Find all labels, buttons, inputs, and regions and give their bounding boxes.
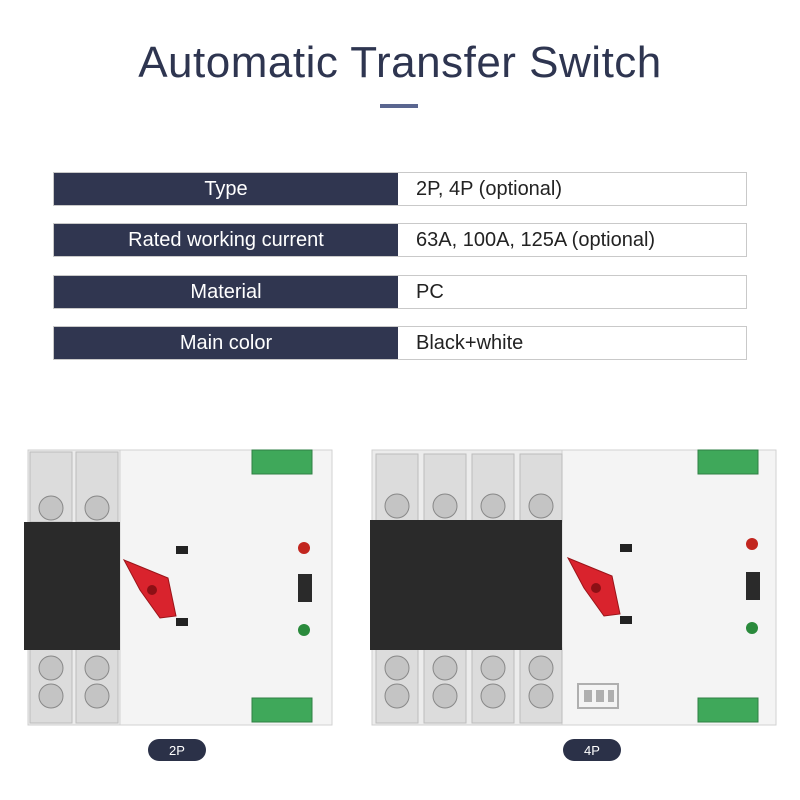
page-title: Automatic Transfer Switch — [138, 38, 662, 87]
mode-switch — [298, 574, 312, 602]
indicator-light-red — [298, 542, 310, 554]
spec-label: Type — [54, 173, 398, 205]
pole-column — [423, 453, 467, 724]
red-handle — [122, 559, 177, 619]
spec-row-material: Material PC — [53, 275, 747, 309]
badge-2p: 2P — [148, 739, 206, 761]
spec-label: Material — [54, 276, 398, 308]
spec-value: Black+white — [398, 327, 746, 359]
product-2p-image — [24, 449, 333, 726]
badge-4p: 4P — [563, 739, 621, 761]
pole-column — [29, 451, 73, 724]
terminal-block — [697, 697, 759, 723]
pole-column — [75, 451, 119, 724]
spec-value: 2P, 4P (optional) — [398, 173, 746, 205]
indicator-light-green — [298, 624, 310, 636]
pole-column — [519, 453, 563, 724]
spec-label: Rated working current — [54, 224, 398, 256]
black-cover — [370, 520, 562, 650]
mode-switch — [746, 572, 760, 600]
terminal-block — [697, 449, 759, 475]
pole-column — [471, 453, 515, 724]
black-cover — [24, 522, 120, 650]
title-underline — [380, 104, 418, 108]
terminal-block — [251, 697, 313, 723]
spec-row-current: Rated working current 63A, 100A, 125A (o… — [53, 223, 747, 257]
spec-value: 63A, 100A, 125A (optional) — [398, 224, 746, 256]
spec-value: PC — [398, 276, 746, 308]
indicator-light-red — [746, 538, 758, 550]
product-4p-image — [370, 449, 777, 726]
indicator-light-green — [746, 622, 758, 634]
spec-row-type: Type 2P, 4P (optional) — [53, 172, 747, 206]
red-handle — [566, 557, 621, 617]
brand-logo-icon — [577, 683, 619, 709]
spec-row-color: Main color Black+white — [53, 326, 747, 360]
spec-label: Main color — [54, 327, 398, 359]
terminal-block — [251, 449, 313, 475]
pole-column — [375, 453, 419, 724]
